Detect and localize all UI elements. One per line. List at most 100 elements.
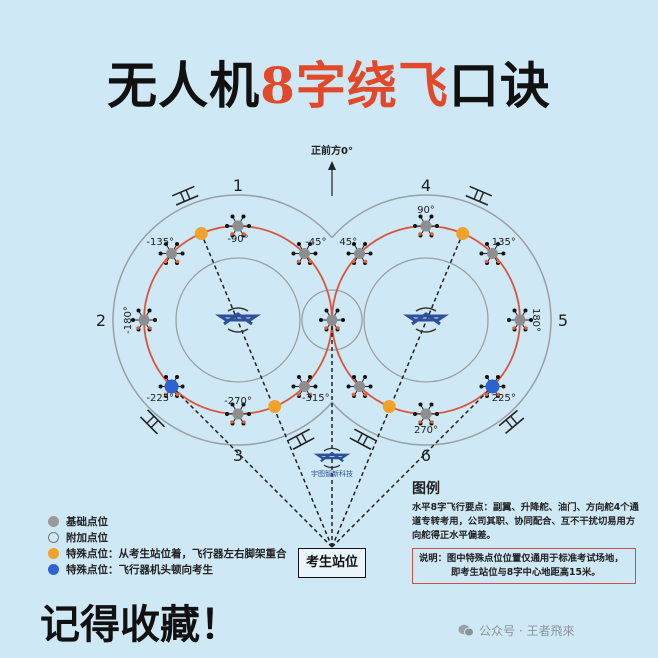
special-point-orange (382, 400, 396, 414)
legend-paragraph: 水平8字飞行要点：副翼、升降舵、油门、方向舵4个通道专转考用，公司其职、协同配合… (412, 502, 639, 541)
drone-light (148, 326, 152, 330)
legend-label: 附加点位 (66, 531, 108, 544)
drone-rotor (136, 308, 141, 313)
left-inner-circle (175, 257, 301, 383)
boundary-marker-icon (465, 185, 493, 206)
drone-body (354, 248, 366, 260)
drone-light (418, 232, 422, 236)
boundary-marker-icon (498, 409, 525, 435)
company-logo-icon (313, 447, 351, 469)
blue-point-icon (48, 563, 59, 575)
drone-rotor (225, 224, 229, 228)
drone-rotor (341, 318, 345, 322)
drone-rotor (158, 251, 163, 256)
slogan: 记得收藏！ (40, 602, 240, 648)
marker-bar (295, 435, 302, 446)
drone-light (496, 259, 501, 264)
point-number: 2 (96, 311, 106, 330)
drone-light (524, 326, 528, 330)
drone-rotor (158, 384, 163, 389)
legend-item-special-orange: 特殊点位：从考生站位着，飞行器左右脚架重合 (48, 545, 287, 561)
drone-rotor (313, 251, 318, 256)
drone-body (514, 314, 526, 326)
drone-rotor (495, 374, 500, 379)
drone-icon (225, 402, 251, 426)
drone-light (230, 232, 234, 236)
drone-rotor (484, 242, 489, 247)
title-prefix: 无人机 (107, 56, 261, 115)
logo-mark (215, 312, 261, 326)
drone-icon (158, 242, 185, 266)
marker-bar (473, 189, 479, 200)
angle-label: 90° (417, 205, 435, 216)
marker-bar (146, 415, 155, 424)
forward-label: 正前方0° (311, 144, 353, 157)
drone-rotor (479, 384, 484, 389)
drone-rotor (507, 318, 511, 322)
wechat-icon (458, 624, 474, 637)
marker-bar (510, 415, 518, 425)
drone-light (484, 259, 489, 264)
drone-rotor (164, 242, 169, 247)
drone-icon (225, 214, 251, 238)
marker-bar (357, 433, 363, 443)
point-number: 5 (558, 311, 568, 330)
angle-label: 225° (492, 393, 516, 404)
drone-rotor (241, 214, 246, 219)
marker-bar (362, 435, 369, 446)
drone-rotor (368, 384, 373, 389)
drone-rotor (180, 384, 185, 389)
company-logo-icon (403, 307, 449, 333)
arrow-head-icon (328, 161, 336, 170)
drone-rotor (352, 242, 357, 247)
drone-rotor (501, 251, 506, 256)
drone-icon (346, 242, 373, 266)
drone-rotor (307, 374, 312, 379)
station-box: 考生站位 (298, 548, 366, 578)
legend-points: 基础点位 附加点位 特殊点位：从考生站位着，飞行器左右脚架重合 特殊点位：飞行器… (48, 513, 287, 577)
title-highlight: 8字绕飞 (260, 56, 449, 115)
drone-rotor (418, 402, 423, 407)
note-line-1: 说明：图中特殊点位位置仅通用于标准考试场地， (419, 553, 624, 564)
drone-light (430, 420, 434, 424)
legend-notes: 图例 水平8字飞行要点：副翼、升降舵、油门、方向舵4个通道专转考用，公司其职、协… (412, 478, 644, 584)
angle-label: -180° (123, 306, 134, 334)
boundary-marker-icon (288, 428, 315, 450)
drone-light (163, 259, 168, 264)
drone-body (326, 314, 338, 326)
drone-rotor (523, 308, 528, 313)
legend-label: 特殊点位：飞行器机头顿向考生 (66, 563, 213, 576)
logo-arc (323, 447, 341, 469)
marker-bar (139, 416, 159, 435)
account-name: 公众号 · 王者飛來 (479, 624, 575, 638)
drone-body (420, 408, 432, 420)
marker-bar (175, 194, 199, 206)
marker-bar (301, 433, 307, 443)
marker-bar (478, 192, 485, 202)
drone-light (324, 326, 328, 330)
drone-light (308, 259, 313, 264)
drone-rotor (225, 412, 229, 416)
marker-bar (171, 185, 195, 197)
outer-boundary (112, 194, 552, 446)
drone-rotor (368, 251, 373, 256)
drone-body (354, 380, 366, 392)
legend-label: 基础点位 (66, 515, 108, 528)
drone-light (308, 392, 313, 397)
angle-label: -135° (146, 237, 174, 248)
marker-bar (353, 428, 376, 442)
legend-item-special-blue: 特殊点位：飞行器机头顿向考生 (48, 561, 287, 577)
legend-item-additional: 附加点位 (48, 529, 287, 545)
drone-rotor (435, 412, 439, 416)
drone-light (363, 259, 368, 264)
special-point-orange (194, 226, 208, 240)
basic-point-icon (48, 515, 59, 527)
logo-arc (227, 307, 249, 333)
angle-label: -225° (146, 393, 174, 404)
logo-text: 宇图智新科技 (311, 469, 353, 478)
drone-rotor (346, 251, 351, 256)
boundary-marker-icon (139, 409, 166, 435)
marker-bar (179, 192, 186, 202)
drone-rotor (230, 402, 235, 407)
